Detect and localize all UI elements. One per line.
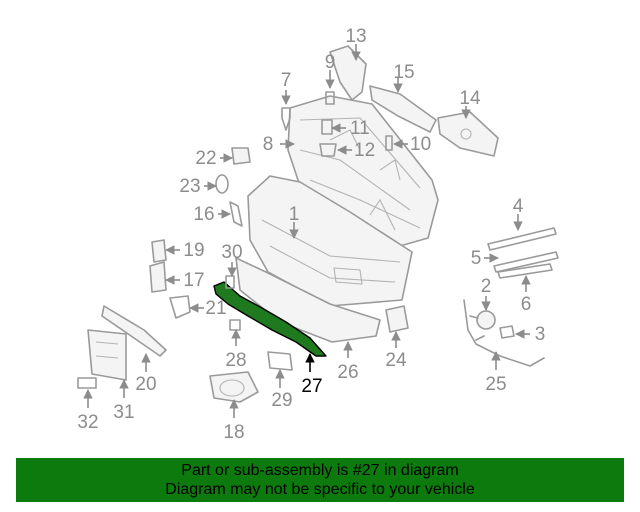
leader-lines xyxy=(83,44,531,418)
callout-9: 9 xyxy=(325,52,336,73)
callout-23: 23 xyxy=(179,176,200,197)
callout-30: 30 xyxy=(221,242,242,263)
callout-10: 10 xyxy=(410,134,431,155)
parts-diagram: 13 7 9 15 14 11 8 12 10 22 23 16 1 4 19 … xyxy=(77,26,559,443)
callout-2: 2 xyxy=(481,276,492,297)
callout-12: 12 xyxy=(354,140,375,161)
callout-25: 25 xyxy=(485,374,506,395)
callout-26: 26 xyxy=(337,362,358,383)
callout-31: 31 xyxy=(113,402,134,423)
sensor-harness-parts xyxy=(463,299,545,367)
callout-labels: 13 7 9 15 14 11 8 12 10 22 23 16 1 4 19 … xyxy=(77,26,545,443)
part-27-highlight[interactable] xyxy=(213,281,327,357)
fog-lamp-parts xyxy=(209,319,293,403)
callout-3: 3 xyxy=(535,324,546,345)
callout-4: 4 xyxy=(513,196,524,217)
callout-22: 22 xyxy=(195,148,216,169)
callout-18: 18 xyxy=(223,422,244,443)
lower-valance-part xyxy=(235,257,381,343)
callout-21: 21 xyxy=(205,298,226,319)
callout-29: 29 xyxy=(271,390,292,411)
callout-19: 19 xyxy=(183,240,204,261)
callout-8: 8 xyxy=(263,134,274,155)
callout-16: 16 xyxy=(193,204,214,225)
callout-11: 11 xyxy=(350,118,370,139)
upper-brackets-part xyxy=(329,45,499,157)
moldings-part xyxy=(487,227,559,279)
fasteners-part xyxy=(281,91,393,157)
callout-6: 6 xyxy=(521,294,532,315)
callout-1: 1 xyxy=(289,204,300,225)
callout-15: 15 xyxy=(393,62,414,83)
callout-20: 20 xyxy=(135,374,156,395)
callout-17: 17 xyxy=(183,270,204,291)
callout-13: 13 xyxy=(345,26,366,47)
banner-line-2: Diagram may not be specific to your vehi… xyxy=(165,481,475,498)
notice-banner: Part or sub-assembly is #27 in diagram D… xyxy=(16,458,624,502)
bumper-cover-part xyxy=(247,175,413,307)
callout-7: 7 xyxy=(281,70,292,91)
callout-27: 27 xyxy=(301,376,322,397)
callout-28: 28 xyxy=(225,350,246,371)
callout-5: 5 xyxy=(471,248,482,269)
banner-line-1: Part or sub-assembly is #27 in diagram xyxy=(181,462,459,479)
tow-cover-part xyxy=(385,305,409,333)
callout-24: 24 xyxy=(385,350,407,371)
callout-14: 14 xyxy=(459,88,481,109)
callout-32: 32 xyxy=(77,412,98,433)
